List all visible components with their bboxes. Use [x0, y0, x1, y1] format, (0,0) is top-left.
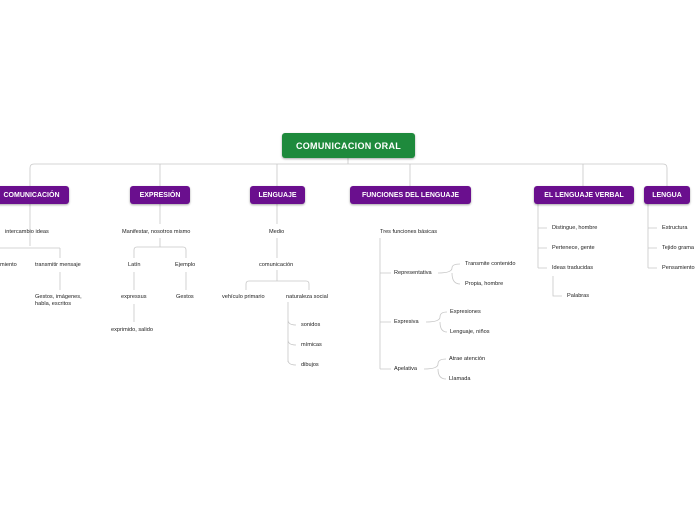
funcion-representativa[interactable]: Representativa — [394, 270, 432, 276]
verbal-item[interactable]: Ideas traducidas — [552, 265, 594, 271]
apelativa-item[interactable]: Atrae atención — [449, 356, 486, 362]
expresion-ejemplo[interactable]: Ejemplo — [175, 262, 196, 268]
apelativa-item[interactable]: Llamada — [449, 376, 471, 382]
node-lengua[interactable]: LENGUA — [644, 186, 690, 204]
comunicacion-sub[interactable]: intercambio ideas — [5, 229, 49, 235]
comunicacion-left-item[interactable]: miento — [0, 262, 17, 268]
lengua-item[interactable]: Tejido grama — [662, 245, 695, 251]
expresion-latin[interactable]: Latín — [128, 262, 141, 268]
node-expresion[interactable]: EXPRESIÓN — [130, 186, 190, 204]
expresion-sub[interactable]: Manifestar, nosotros mismo — [122, 229, 191, 235]
verbal-sub-item[interactable]: Palabras — [567, 293, 590, 299]
lengua-item[interactable]: Estructura — [662, 225, 688, 231]
node-comunicacion[interactable]: COMUNICACIÓN — [0, 186, 69, 204]
funcion-expresiva[interactable]: Expresiva — [394, 319, 419, 325]
node-lenguaje-verbal[interactable]: EL LENGUAJE VERBAL — [534, 186, 634, 204]
expresiva-item[interactable]: Lenguaje, niños — [450, 329, 490, 335]
lenguaje-item[interactable]: sonidos — [301, 322, 321, 328]
node-lenguaje[interactable]: LENGUAJE — [250, 186, 305, 204]
lengua-item[interactable]: Pensamiento — [662, 265, 695, 271]
verbal-item[interactable]: Pertenece, gente — [552, 245, 595, 251]
lenguaje-sub2[interactable]: comunicación — [259, 262, 294, 268]
expresion-latin-child[interactable]: expressus — [121, 294, 147, 300]
verbal-item[interactable]: Distingue, hombre — [552, 225, 598, 231]
funcion-apelativa[interactable]: Apelativa — [394, 366, 418, 372]
funciones-sub[interactable]: Tres funciones básicas — [380, 229, 437, 235]
comunicacion-right-item[interactable]: transmitir mensaje — [35, 262, 81, 268]
lenguaje-naturaleza[interactable]: naturaleza social — [286, 294, 328, 300]
representativa-item[interactable]: Transmite contenido — [465, 261, 516, 267]
node-funciones-lenguaje[interactable]: FUNCIONES DEL LENGUAJE — [350, 186, 471, 204]
lenguaje-item[interactable]: dibujos — [301, 362, 319, 368]
expresion-latin-grandchild[interactable]: exprimido, salido — [111, 327, 153, 333]
lenguaje-sub[interactable]: Medio — [269, 229, 285, 235]
representativa-item[interactable]: Propia, hombre — [465, 281, 504, 287]
expresion-ejemplo-child[interactable]: Gestos — [176, 294, 194, 300]
root-node[interactable]: COMUNICACION ORAL — [282, 133, 415, 158]
comunicacion-detail[interactable]: Gestos, imágenes, habla, escritos — [35, 294, 82, 307]
lenguaje-vehiculo[interactable]: vehículo primario — [222, 294, 265, 300]
lenguaje-item[interactable]: mímicas — [301, 342, 322, 348]
expresiva-item[interactable]: Expresiones — [450, 309, 481, 315]
